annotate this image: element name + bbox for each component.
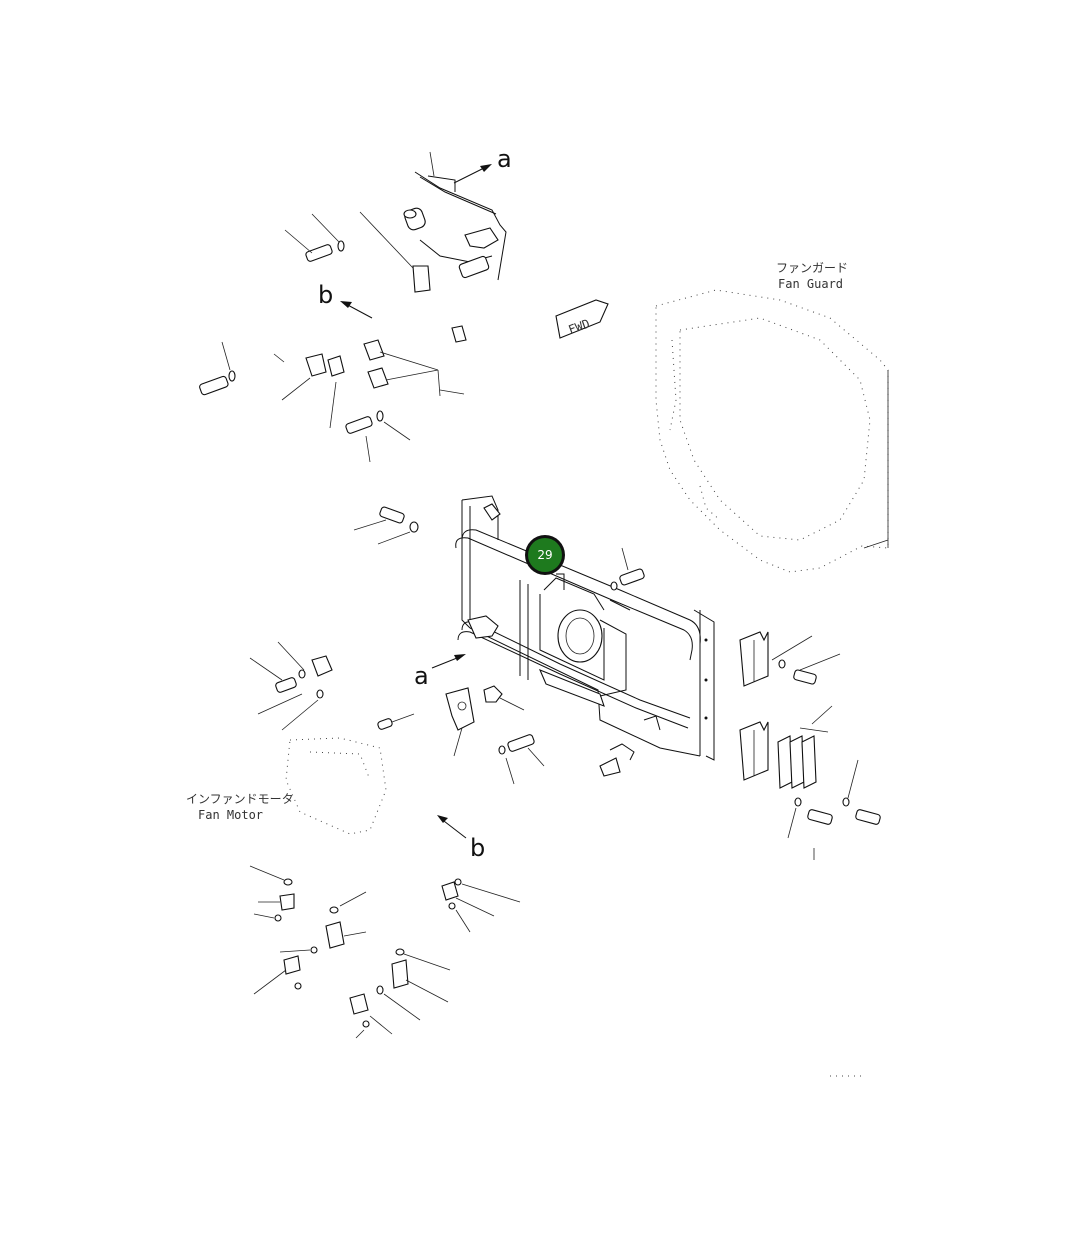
callout-29-number: 29	[537, 548, 552, 562]
bracket-and-nut	[445, 685, 545, 785]
top-bracket-assembly	[359, 151, 507, 293]
hinge-lower	[739, 705, 881, 860]
bolt-frame-left	[353, 506, 419, 545]
shroud-frame	[455, 495, 715, 777]
view-arrow-a-mid: a	[414, 654, 466, 690]
view-arrow-b-top: b	[318, 281, 373, 319]
fittings-mid-left	[249, 641, 333, 731]
view-label-b-bottom: b	[470, 834, 485, 862]
fan-guard-label-en: Fan Guard	[778, 277, 843, 291]
view-arrow-b-bottom: b	[437, 815, 485, 862]
fwd-arrow-tag: FWD	[555, 299, 609, 339]
callout-29-fill	[528, 538, 562, 572]
pin	[377, 713, 415, 730]
view-arrow-a-top: a	[453, 145, 512, 184]
fan-guard-outline: ファンガード Fan Guard	[655, 261, 889, 573]
fwd-label: FWD	[567, 316, 592, 337]
bolt-frame-top	[610, 547, 645, 591]
view-label-a-top: a	[497, 145, 512, 173]
view-label-a-mid: a	[414, 662, 429, 690]
fan-motor-outline: インファンドモータ Fan Motor	[186, 737, 387, 835]
bolt-top-left	[284, 213, 345, 262]
fan-motor-label-en: Fan Motor	[198, 808, 263, 822]
hinge-upper	[739, 631, 841, 687]
fan-guard-label-jp: ファンガード	[776, 261, 848, 275]
clamp-group-left	[199, 339, 465, 463]
fittings-bottom	[249, 865, 521, 1039]
view-label-b-top: b	[318, 281, 333, 309]
callout-29[interactable]: 29	[525, 535, 565, 575]
fan-motor-label-jp: インファンドモータ	[186, 792, 294, 806]
clip	[451, 325, 467, 343]
